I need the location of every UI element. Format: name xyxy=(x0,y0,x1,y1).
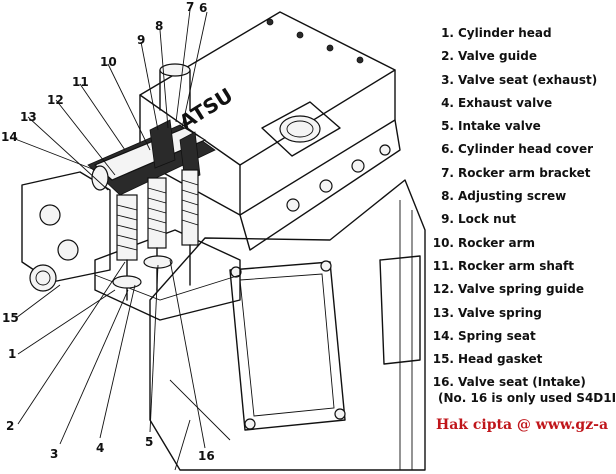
legend-label: Cylinder head cover xyxy=(458,142,594,157)
legend-label: Valve seat (exhaust) xyxy=(458,72,598,87)
legend-label: Valve spring guide xyxy=(458,282,585,297)
copyright-watermark: Hak cipta @ www.gz-a xyxy=(436,417,609,433)
callout-10: 10 xyxy=(100,55,117,69)
callout-5: 5 xyxy=(145,435,153,449)
legend-number: 11. xyxy=(432,258,454,273)
legend-label: Valve guide xyxy=(458,49,537,64)
callout-6: 6 xyxy=(199,1,207,15)
callout-1: 1 xyxy=(8,347,16,361)
legend-label: Rocker arm xyxy=(458,235,536,250)
callout-leaders xyxy=(9,9,208,449)
legend-item: 1. Cylinder head xyxy=(432,22,606,45)
legend-number: 13. xyxy=(432,305,454,320)
callout-16: 16 xyxy=(198,449,215,463)
legend-number: 4. xyxy=(441,95,454,110)
legend-label: Intake valve xyxy=(458,119,541,134)
callout-4: 4 xyxy=(96,441,104,455)
legend-item: 15. Head gasket xyxy=(432,348,606,371)
callout-2: 2 xyxy=(6,419,14,433)
legend-item: 11. Rocker arm shaft xyxy=(432,255,606,278)
callout-11: 11 xyxy=(72,75,89,89)
engine-block xyxy=(149,179,426,471)
engraving-text: ATSU xyxy=(175,83,237,134)
callout-7: 7 xyxy=(186,0,194,14)
callout-12: 12 xyxy=(47,93,64,107)
legend-item: 2. Valve guide xyxy=(432,45,606,68)
callout-15: 15 xyxy=(2,311,19,325)
legend-item: 5. Intake valve xyxy=(432,115,606,138)
callout-13: 13 xyxy=(20,110,37,124)
legend-number: 5. xyxy=(441,119,454,134)
legend-label: Exhaust valve xyxy=(458,95,553,110)
engine-diagram: ATSU xyxy=(1,0,426,471)
legend-number: 1. xyxy=(441,26,454,40)
legend-number: 15. xyxy=(432,352,454,367)
legend-item: 7. Rocker arm bracket xyxy=(432,162,606,185)
rocker-assembly xyxy=(87,119,216,196)
legend-number: 7. xyxy=(441,165,454,180)
legend-item: 8. Adjusting screw xyxy=(432,185,606,208)
legend-number: 3. xyxy=(441,72,454,87)
legend-label: Valve spring xyxy=(458,305,542,320)
callout-14: 14 xyxy=(1,130,18,144)
legend-item: 10. Rocker arm xyxy=(432,232,606,255)
legend-number: 9. xyxy=(441,212,454,227)
callout-9: 9 xyxy=(137,33,145,47)
legend-item: 6. Cylinder head cover xyxy=(432,138,606,161)
legend-item: 4. Exhaust valve xyxy=(432,92,606,115)
legend-number: 14. xyxy=(432,328,454,343)
legend-number: 12. xyxy=(432,282,454,297)
intake-port xyxy=(261,101,341,157)
callout-labels: 1 2 3 4 5 6 7 8 9 10 11 12 13 14 15 16 xyxy=(1,0,215,463)
side-flange xyxy=(21,171,111,292)
legend-label: Adjusting screw xyxy=(458,189,567,204)
legend-number: 2. xyxy=(441,49,454,64)
legend-number: 8. xyxy=(441,189,454,204)
legend-item: 14. Spring seat xyxy=(432,325,606,348)
parts-legend: 1. Cylinder head 2. Valve guide 3. Valve se… xyxy=(432,22,606,395)
legend-label: Spring seat xyxy=(458,328,536,343)
legend-label: Lock nut xyxy=(458,212,516,227)
callout-8: 8 xyxy=(155,19,163,33)
legend-item: 13. Valve spring xyxy=(432,302,606,325)
legend-number: 10. xyxy=(432,235,454,250)
legend-label: Valve seat (Intake) xyxy=(458,375,586,390)
legend-label: Rocker arm shaft xyxy=(458,258,574,273)
legend-number: 16. xyxy=(432,375,454,390)
legend-label: Cylinder head xyxy=(458,26,552,40)
legend-label: Rocker arm bracket xyxy=(458,165,591,180)
legend-item: 9. Lock nut xyxy=(432,208,606,231)
legend-number: 6. xyxy=(441,142,454,157)
valve-stack xyxy=(112,169,199,301)
legend-item: 3. Valve seat (exhaust) xyxy=(432,69,606,92)
legend-item: 12. Valve spring guide xyxy=(432,278,606,301)
legend-note: (No. 16 is only used S4D1I xyxy=(438,391,616,405)
legend-label: Head gasket xyxy=(458,352,543,367)
callout-3: 3 xyxy=(50,447,58,461)
legend-item: 16. Valve seat (Intake) xyxy=(432,371,606,394)
